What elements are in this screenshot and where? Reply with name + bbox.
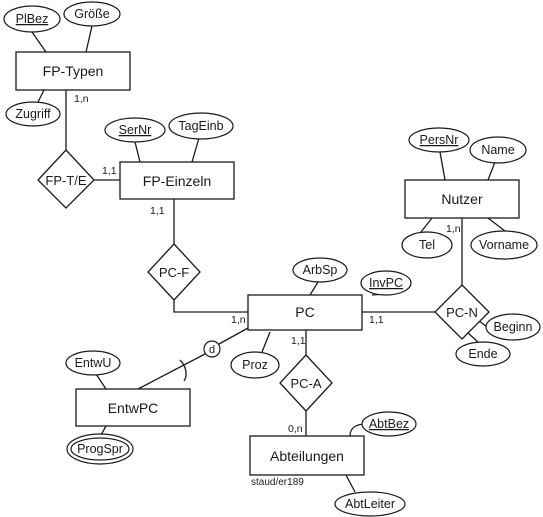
entity-abteilungen[interactable]: Abteilungen <box>249 435 365 476</box>
relationship-pc-a[interactable]: PC-A <box>279 354 333 412</box>
cardinality-fp-typen-fpte: 1,n <box>74 93 89 105</box>
entity-entwpc-label: EntwPC <box>108 400 159 416</box>
attribute-abtbez[interactable]: AbtBez <box>361 411 417 437</box>
cardinality-fp-einzeln-fpte: 1,1 <box>102 165 117 177</box>
relationship-pc-f-label: PC-F <box>159 265 189 280</box>
attribute-vorname[interactable]: Vorname <box>470 230 538 260</box>
cardinality-pc-pca: 1,1 <box>291 335 306 347</box>
attribute-entwu[interactable]: EntwU <box>65 350 121 376</box>
attribute-abtleiter[interactable]: AbtLeiter <box>334 491 406 517</box>
attribute-abtbez-label: AbtBez <box>369 417 409 431</box>
cardinality-nutzer-pcn: 1,n <box>446 223 461 235</box>
attribute-sernr[interactable]: SerNr <box>104 117 166 143</box>
attribute-zugriff[interactable]: Zugriff <box>5 101 61 127</box>
attribute-vorname-label: Vorname <box>479 238 529 252</box>
attribute-beginn[interactable]: Beginn <box>485 313 541 341</box>
attribute-proz[interactable]: Proz <box>230 351 280 379</box>
cardinality-fp-einzeln-pcf: 1,1 <box>150 205 165 217</box>
attribute-invpc-label: InvPC <box>369 276 403 290</box>
attribute-name[interactable]: Name <box>469 136 527 164</box>
relationship-pc-n-label: PC-N <box>446 305 478 320</box>
attribute-arbsp-label: ArbSp <box>303 263 338 277</box>
relationship-pc-n[interactable]: PC-N <box>434 284 490 340</box>
attribute-groesse[interactable]: Größe <box>63 1 121 27</box>
attribute-proz-label: Proz <box>242 358 268 372</box>
specialization-circle[interactable]: d <box>203 340 221 358</box>
entity-pc[interactable]: PC <box>247 294 363 331</box>
attribute-ende-label: Ende <box>468 347 497 361</box>
attribute-tageinb[interactable]: TagEinb <box>168 112 234 140</box>
attribute-persnr-label: PersNr <box>420 133 459 147</box>
relationship-pc-f[interactable]: PC-F <box>147 243 201 301</box>
entity-abteilungen-label: Abteilungen <box>270 448 344 464</box>
author-note: staud/er189 <box>251 477 304 488</box>
attribute-groesse-label: Größe <box>74 7 109 21</box>
attribute-tel-label: Tel <box>419 238 435 252</box>
attribute-abtleiter-label: AbtLeiter <box>345 497 395 511</box>
entity-fp-einzeln-label: FP-Einzeln <box>143 173 211 189</box>
attribute-sernr-label: SerNr <box>119 123 152 137</box>
attribute-beginn-label: Beginn <box>494 320 533 334</box>
entity-fp-typen-label: FP-Typen <box>43 63 104 79</box>
attribute-ende[interactable]: Ende <box>455 341 511 367</box>
entity-pc-label: PC <box>295 304 314 320</box>
attribute-plbez[interactable]: PlBez <box>3 5 61 33</box>
entity-nutzer[interactable]: Nutzer <box>404 179 520 219</box>
entity-nutzer-label: Nutzer <box>441 191 483 207</box>
attribute-tel[interactable]: Tel <box>401 231 453 259</box>
attribute-arbsp[interactable]: ArbSp <box>292 257 348 283</box>
entity-fp-einzeln[interactable]: FP-Einzeln <box>119 161 235 200</box>
attribute-entwu-label: EntwU <box>75 356 112 370</box>
relationship-fp-te-label: FP-T/E <box>45 173 86 188</box>
attribute-invpc[interactable]: InvPC <box>360 270 412 296</box>
cardinality-pc-pcf: 1,n <box>231 314 246 326</box>
relationship-fp-te[interactable]: FP-T/E <box>37 149 95 209</box>
relationship-pc-a-label: PC-A <box>290 376 321 391</box>
specialization-label: d <box>209 344 215 356</box>
entity-entwpc[interactable]: EntwPC <box>75 388 191 427</box>
entity-fp-typen[interactable]: FP-Typen <box>15 51 131 91</box>
cardinality-pc-pcn: 1,1 <box>369 314 384 326</box>
attribute-zugriff-label: Zugriff <box>15 107 51 121</box>
cardinality-labels: 1,n 1,1 1,1 1,n 1,n 1,1 1,1 0,n <box>74 93 461 435</box>
attribute-progspr[interactable]: ProgSpr <box>66 433 134 465</box>
attribute-name-label: Name <box>481 143 514 157</box>
attribute-persnr[interactable]: PersNr <box>408 127 470 153</box>
attribute-tageinb-label: TagEinb <box>178 119 223 133</box>
cardinality-abteilungen-pca: 0,n <box>288 423 303 435</box>
attribute-plbez-label: PlBez <box>16 12 49 26</box>
attribute-progspr-label: ProgSpr <box>77 442 123 456</box>
